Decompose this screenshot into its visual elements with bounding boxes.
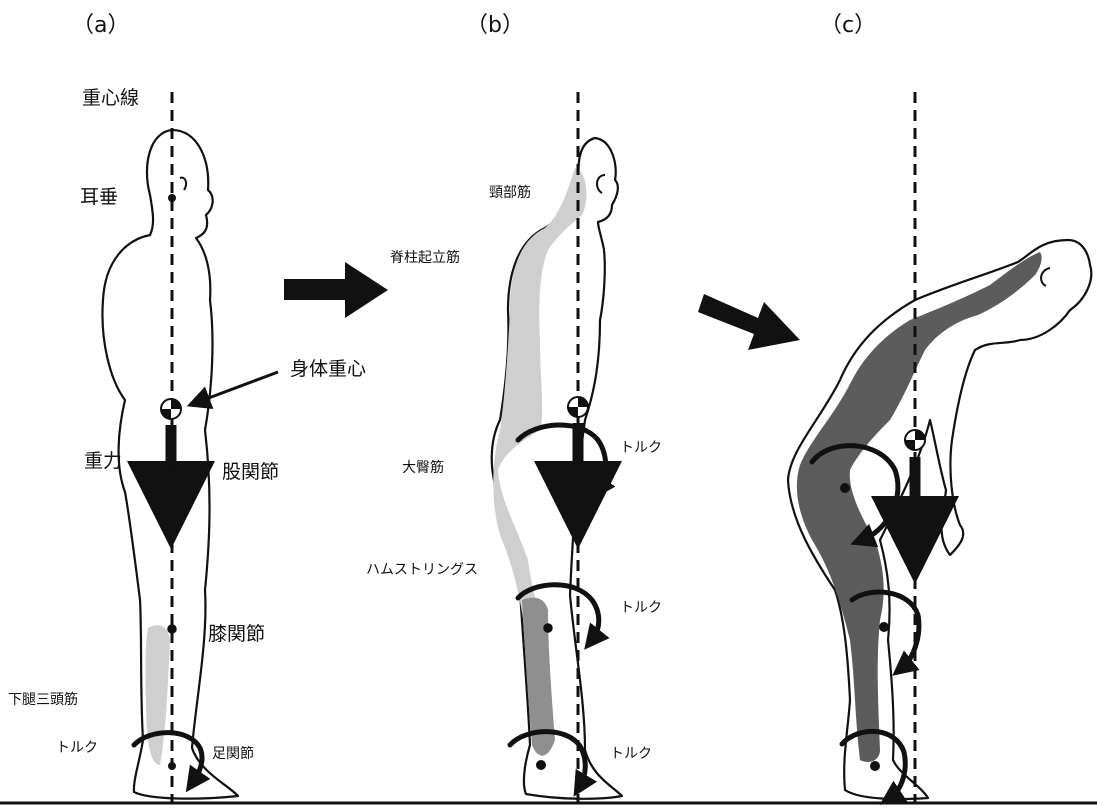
label-calf-muscle: 下腿三頭筋 (8, 691, 78, 708)
transition-arrow-bc (698, 294, 800, 350)
ankle-joint-a (168, 762, 176, 770)
cog-marker-a (161, 399, 181, 419)
label-gravity: 重力 (84, 450, 122, 472)
label-earlobe: 耳垂 (80, 186, 118, 208)
hip-joint-a (168, 465, 176, 473)
knee-joint-c (879, 622, 889, 632)
label-hip-joint: 股関節 (222, 461, 279, 483)
knee-joint-a (168, 625, 176, 633)
knee-joint-b (544, 624, 552, 632)
panel-label-a: （a） (72, 13, 129, 38)
label-ankle-joint: 足関節 (212, 745, 254, 762)
transition-arrow-ab (284, 262, 388, 318)
panel-label-b: （b） (466, 13, 524, 38)
panel-label-c: （c） (820, 13, 876, 38)
label-torque-a: トルク (56, 740, 98, 756)
label-neck-muscles: 頸部筋 (489, 184, 531, 201)
hip-joint-c (840, 483, 850, 493)
label-knee-joint: 膝関節 (208, 623, 265, 645)
label-hamstrings: ハムストリングス (366, 562, 478, 578)
cog-marker-b (568, 397, 588, 417)
label-gluteus: 大臀筋 (402, 459, 444, 476)
label-gravity-line: 重心線 (82, 87, 139, 109)
label-torque-knee-b: トルク (620, 600, 662, 616)
ankle-joint-c (870, 761, 880, 771)
cog-marker-c (905, 430, 925, 450)
label-body-cog: 身体重心 (290, 358, 366, 380)
label-erector-spinae: 脊柱起立筋 (390, 249, 460, 266)
hip-joint-b (548, 464, 558, 474)
ankle-joint-b (536, 760, 546, 770)
figure-a (102, 92, 278, 803)
label-torque-hip-b: トルク (620, 440, 662, 456)
label-torque-ankle-b: トルク (610, 746, 652, 762)
earlobe-point (168, 194, 176, 202)
figure-c (788, 92, 1091, 803)
